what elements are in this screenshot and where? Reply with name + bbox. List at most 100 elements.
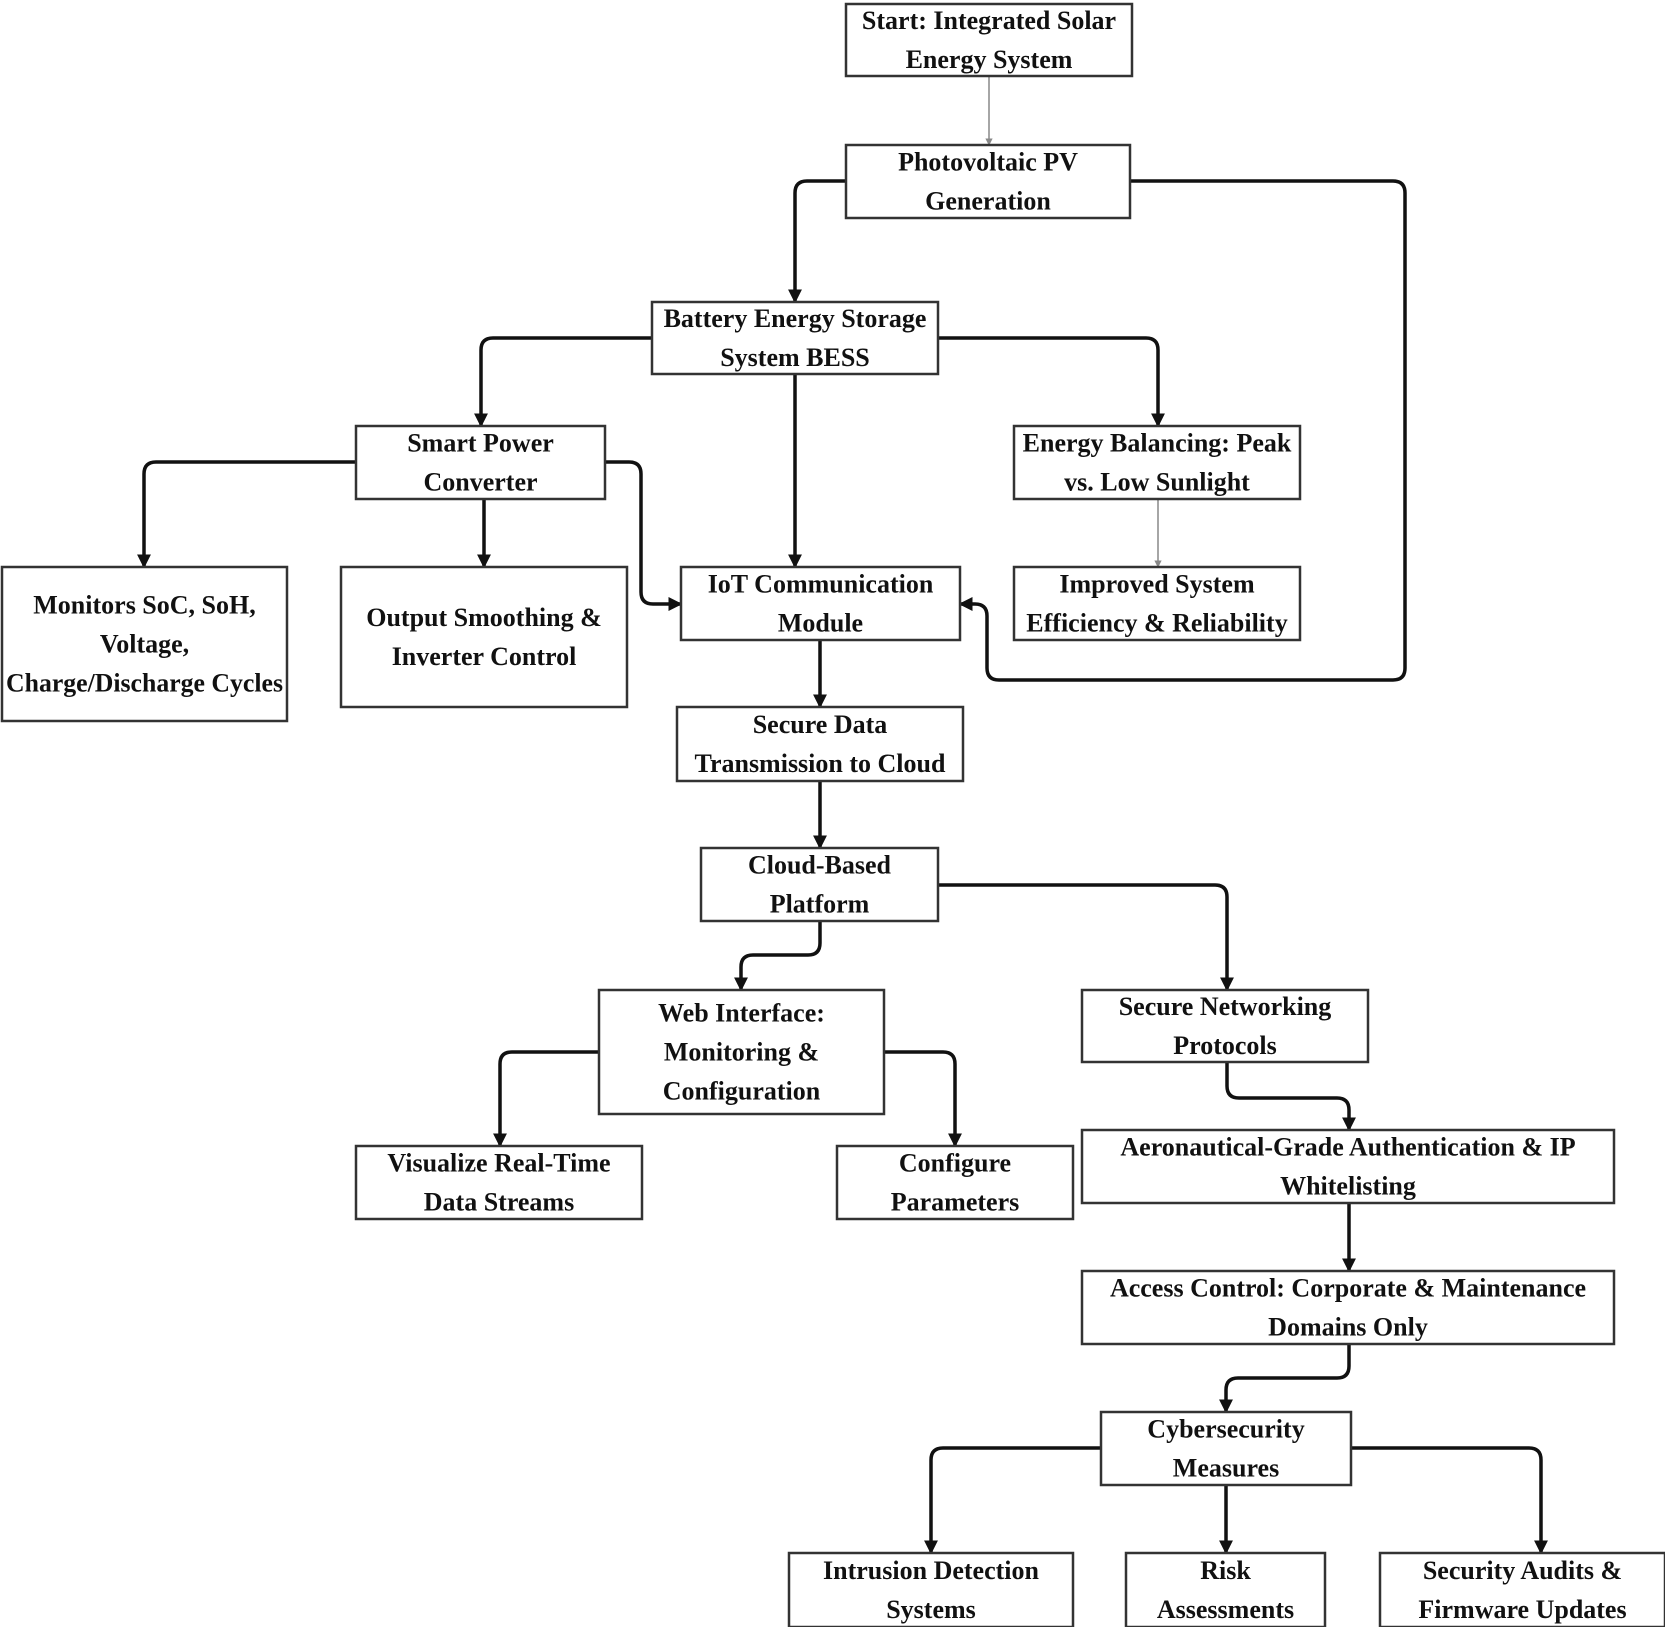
- node-box: [1080, 1128, 1616, 1205]
- node-box: [699, 846, 940, 923]
- node-label-line: Platform: [770, 890, 870, 919]
- node-label-line: Data Streams: [424, 1188, 574, 1217]
- node-label-line: Voltage,: [100, 630, 189, 659]
- node-label-line: Efficiency & Reliability: [1026, 609, 1287, 638]
- node-box: [1012, 565, 1302, 642]
- node-sec: Security Audits &Firmware Updates: [1378, 1551, 1665, 1627]
- node-box: [844, 2, 1134, 78]
- node-label-line: Photovoltaic PV: [898, 148, 1078, 177]
- node-box: [597, 988, 886, 1116]
- node-mon: Monitors SoC, SoH, Voltage, Charge/Dischar…: [0, 565, 289, 723]
- node-label-line: Whitelisting: [1280, 1172, 1416, 1201]
- node-label-line: Visualize Real-Time: [387, 1149, 610, 1178]
- node-label-line: Configure: [899, 1149, 1011, 1178]
- node-label-line: Inverter Control: [392, 642, 577, 671]
- node-label-line: Smart Power: [407, 429, 554, 458]
- node-label-line: Domains Only: [1268, 1313, 1428, 1342]
- node-label-line: Battery Energy Storage: [664, 304, 927, 333]
- node-out: Output Smoothing & Inverter Control: [339, 565, 629, 709]
- node-label-line: Module: [778, 609, 863, 638]
- node-eb: Energy Balancing: Peak vs. Low Sunlight: [1012, 424, 1302, 501]
- node-label-line: Cloud-Based: [748, 851, 892, 880]
- node-label-line: System BESS: [720, 343, 870, 372]
- node-label-line: Firmware Updates: [1418, 1595, 1626, 1624]
- node-label-line: Assessments: [1157, 1595, 1294, 1624]
- node-label-line: Risk: [1200, 1556, 1251, 1585]
- node-label-line: Transmission to Cloud: [695, 749, 946, 778]
- node-label-line: Secure Networking: [1119, 992, 1332, 1021]
- node-label-line: Start: Integrated Solar: [862, 6, 1116, 35]
- connector-cyb-ids: [924, 1446, 1101, 1555]
- node-box: [787, 1551, 1075, 1627]
- node-label-line: Monitors SoC, SoH,: [33, 591, 255, 620]
- node-box: [339, 565, 629, 709]
- node-box: [675, 705, 965, 783]
- connector-bess-spc: [474, 336, 652, 428]
- node-label-line: Charge/Discharge Cycles: [6, 669, 283, 698]
- node-box: [679, 565, 962, 642]
- node-label-line: Energy Balancing: Peak: [1023, 429, 1292, 458]
- node-label-line: Intrusion Detection: [823, 1556, 1039, 1585]
- node-box: [0, 565, 289, 723]
- connector-cbp-snp: [938, 883, 1234, 992]
- node-label-line: Converter: [423, 468, 537, 497]
- node-label-line: Output Smoothing &: [366, 603, 602, 632]
- node-label-line: Aeronautical-Grade Authentication & IP: [1120, 1133, 1575, 1162]
- node-label-line: Protocols: [1173, 1031, 1277, 1060]
- node-box: [1378, 1551, 1665, 1627]
- node-label-line: Secure Data: [753, 710, 888, 739]
- node-label-line: vs. Low Sunlight: [1064, 468, 1250, 497]
- node-pv: Photovoltaic PV Generation: [844, 143, 1132, 220]
- node-label-line: Access Control: Corporate & Maintenance: [1110, 1274, 1586, 1303]
- node-box: [1099, 1410, 1353, 1487]
- node-label-line: Generation: [925, 187, 1051, 216]
- connector-acc-cyb: [1219, 1344, 1351, 1414]
- node-box: [1124, 1551, 1327, 1627]
- node-aga: Aeronautical-Grade Authentication & IP Wh…: [1080, 1128, 1616, 1205]
- connector-web-vis: [493, 1050, 599, 1148]
- connector-spc-mon: [137, 460, 356, 569]
- connector-cbp-web: [734, 921, 822, 992]
- node-label-line: IoT Communication: [708, 570, 934, 599]
- node-label-line: Systems: [886, 1595, 976, 1624]
- node-label-line: Monitoring &: [664, 1038, 819, 1067]
- node-box: [835, 1144, 1075, 1221]
- node-label-line: Improved System: [1059, 570, 1255, 599]
- node-box: [1080, 1269, 1616, 1346]
- node-label-line: Measures: [1173, 1454, 1279, 1483]
- connector-web-cfg: [884, 1050, 962, 1148]
- node-box: [1012, 424, 1302, 501]
- node-box: [650, 300, 940, 376]
- node-label-line: Web Interface:: [658, 999, 825, 1028]
- node-label-line: Configuration: [663, 1077, 821, 1106]
- node-acc: Access Control: Corporate & MaintenanceD…: [1080, 1269, 1616, 1346]
- node-label-line: Energy System: [906, 45, 1073, 74]
- connector-spc-iot: [605, 460, 683, 611]
- connector-pv-bess: [788, 179, 846, 304]
- node-box: [844, 143, 1132, 220]
- node-box: [354, 1144, 644, 1221]
- connector-pv-iot: [958, 179, 1407, 682]
- connector-layer: [137, 76, 1548, 1555]
- node-web: Web Interface: Monitoring & Configuration: [597, 988, 886, 1116]
- node-label-line: Cybersecurity: [1147, 1415, 1304, 1444]
- connector-bess-eb: [938, 336, 1165, 428]
- node-label-line: Parameters: [891, 1188, 1019, 1217]
- node-box: [354, 424, 607, 501]
- connector-snp-aga: [1225, 1062, 1356, 1132]
